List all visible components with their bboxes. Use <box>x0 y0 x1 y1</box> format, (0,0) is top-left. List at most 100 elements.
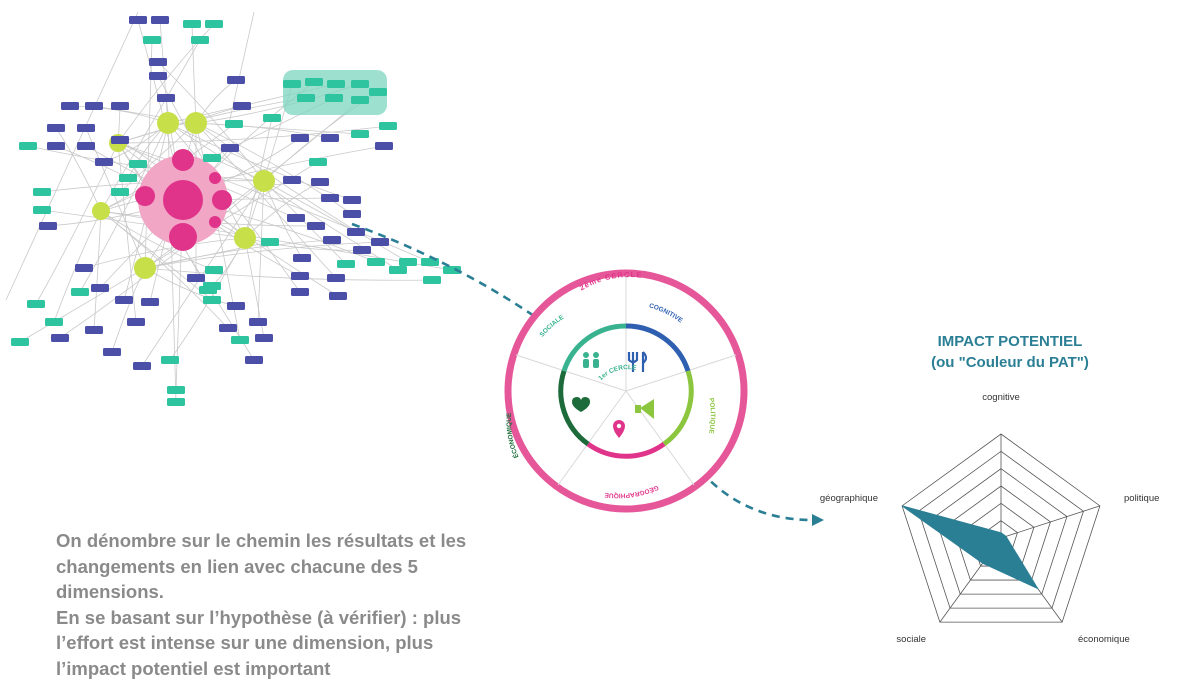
network-node <box>307 222 325 230</box>
network-node <box>203 296 221 304</box>
radar-grid-ring <box>918 450 1084 609</box>
network-node <box>157 94 175 102</box>
network-node <box>39 222 57 230</box>
network-node <box>399 258 417 266</box>
network-link <box>144 241 271 269</box>
radar-grid-ring <box>934 468 1068 595</box>
lime-hub <box>157 112 179 134</box>
network-node <box>375 142 393 150</box>
network-node <box>443 266 461 274</box>
network-node <box>323 236 341 244</box>
heart-hand-icon <box>572 397 590 412</box>
people-icon <box>583 352 599 368</box>
axis-label-geographique: géographique <box>820 493 878 504</box>
network-link <box>257 180 265 323</box>
axis-label-sociale: sociale <box>896 634 926 645</box>
network-node <box>33 206 51 214</box>
network-node <box>11 338 29 346</box>
network-node <box>327 80 345 88</box>
network-node <box>77 124 95 132</box>
network-link <box>167 122 301 293</box>
arc-sociale <box>561 323 627 372</box>
arc-cognitive <box>625 323 691 372</box>
label-politique: POLITIQUE <box>707 397 716 434</box>
network-node <box>219 324 237 332</box>
network-link <box>144 241 381 269</box>
axis-label-cognitive: cognitive <box>982 392 1020 403</box>
network-node <box>291 288 309 296</box>
network-node <box>95 158 113 166</box>
network-node <box>311 178 329 186</box>
network-node <box>19 142 37 150</box>
network-map <box>5 11 461 406</box>
cutlery-icon <box>627 351 648 372</box>
network-node <box>249 318 267 326</box>
network-node <box>45 318 63 326</box>
arc-economique <box>558 370 590 447</box>
network-node <box>47 142 65 150</box>
hub-node <box>209 216 221 228</box>
network-node <box>245 356 263 364</box>
network-node <box>379 122 397 130</box>
radar-title-line1: IMPACT POTENTIEL <box>937 333 1083 350</box>
network-node <box>205 266 223 274</box>
network-node <box>115 296 133 304</box>
network-node <box>343 196 361 204</box>
location-pin-icon <box>613 420 625 438</box>
hub-node <box>212 190 232 210</box>
network-node <box>149 58 167 66</box>
network-node <box>27 300 45 308</box>
network-node <box>111 188 129 196</box>
network-node <box>167 398 185 406</box>
network-node <box>351 96 369 104</box>
megaphone-icon <box>635 399 654 419</box>
network-link <box>195 122 409 263</box>
network-node <box>291 134 309 142</box>
dimension-wheel: 2ème CERCLE 1er CERCLE COGNITIVE POLITIQ… <box>504 269 748 513</box>
network-node <box>149 72 167 80</box>
caption-line: changements en lien avec chacune des 5 <box>56 555 418 577</box>
network-link <box>144 267 433 281</box>
network-node <box>283 176 301 184</box>
network-node <box>353 246 371 254</box>
network-node <box>225 120 243 128</box>
network-node <box>369 88 387 96</box>
caption-line: l’impact potentiel est important <box>56 657 331 679</box>
network-node <box>129 16 147 24</box>
network-link <box>5 11 139 301</box>
network-link <box>263 180 347 265</box>
network-node <box>227 302 245 310</box>
network-link <box>144 39 153 269</box>
network-node <box>77 142 95 150</box>
network-node <box>337 260 355 268</box>
network-node <box>119 174 137 182</box>
network-node <box>191 36 209 44</box>
network-link <box>100 210 229 329</box>
network-node <box>297 94 315 102</box>
network-node <box>129 160 147 168</box>
caption-line: On dénombre sur le chemin les résultats … <box>56 530 467 551</box>
lime-hub <box>134 257 156 279</box>
network-link <box>100 210 215 271</box>
network-node <box>227 76 245 84</box>
network-node <box>367 258 385 266</box>
network-node <box>321 194 339 202</box>
network-node <box>127 318 145 326</box>
network-node <box>231 336 249 344</box>
hub-node <box>172 149 194 171</box>
network-node <box>47 124 65 132</box>
network-link <box>144 161 319 269</box>
network-node <box>293 254 311 262</box>
network-link <box>157 61 265 182</box>
lime-hub <box>185 112 207 134</box>
caption-text: On dénombre sur le chemin les résultats … <box>56 528 526 681</box>
network-link <box>195 122 337 279</box>
network-node <box>91 284 109 292</box>
network-node <box>255 334 273 342</box>
network-link <box>83 237 246 269</box>
network-node <box>71 288 89 296</box>
network-node <box>233 102 251 110</box>
caption-line: l’effort est intense sur une dimension, … <box>56 632 434 653</box>
network-node <box>423 276 441 284</box>
